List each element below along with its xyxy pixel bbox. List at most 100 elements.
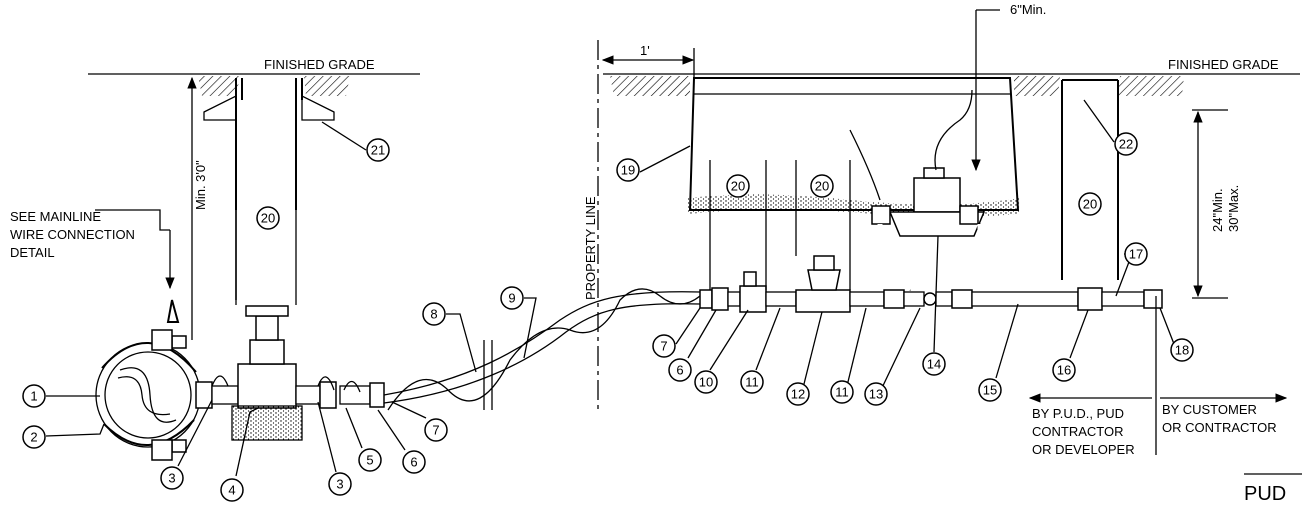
callout-3b: 3 [328, 472, 352, 496]
service-line [211, 288, 701, 411]
finished-grade-label-left: FINISHED GRADE [264, 57, 375, 72]
by-pud-line1: BY P.U.D., PUD [1032, 406, 1124, 421]
callout-20a: 20 [256, 206, 280, 230]
svg-text:22: 22 [1119, 137, 1133, 152]
soil-hatch-left-b [304, 76, 350, 96]
callout-13: 13 [864, 382, 888, 406]
callout-14: 14 [922, 352, 946, 376]
svg-text:3: 3 [336, 477, 343, 492]
one-foot-label: 1' [640, 43, 650, 58]
by-pud-line3: OR DEVELOPER [1032, 442, 1135, 457]
saddle-bolt-top [171, 335, 187, 349]
valve-operating-nut [245, 305, 289, 317]
callout-22: 22 [1114, 132, 1138, 156]
svg-text:2: 2 [30, 430, 37, 445]
backfill-guides [235, 120, 851, 300]
svg-text:5: 5 [366, 453, 373, 468]
pressure-reducer-cap [813, 255, 835, 271]
callout-7b: 7 [652, 334, 676, 358]
tee-13 [883, 289, 905, 309]
left-grade-section: Min. 3'0" FINISHED GRADE [88, 57, 420, 340]
saddle-lug-top [151, 329, 173, 351]
union [923, 292, 937, 306]
svg-text:8: 8 [430, 307, 437, 322]
svg-text:15: 15 [983, 383, 997, 398]
callout-16: 16 [1052, 358, 1076, 382]
nipple-11b [849, 291, 885, 307]
callout-19: 19 [616, 158, 640, 182]
svg-text:1: 1 [30, 389, 37, 404]
callout-7a: 7 [424, 418, 448, 442]
svg-text:3: 3 [168, 471, 175, 486]
service-pipe-top [383, 291, 701, 396]
control-wire [849, 129, 881, 201]
soil-hatch-left-a [198, 76, 240, 96]
adapter-18 [1143, 289, 1163, 309]
svg-text:16: 16 [1057, 363, 1071, 378]
svg-text:21: 21 [371, 143, 385, 158]
callout-15: 15 [978, 378, 1002, 402]
backflow-body-top [913, 177, 961, 213]
title-fragment: PUD [1244, 483, 1286, 505]
thrust-block [231, 405, 303, 441]
service-pipe-right [699, 255, 1163, 313]
finished-grade-label-right: FINISHED GRADE [1168, 57, 1279, 72]
saddle-lug-bottom [151, 439, 173, 461]
callout-20c: 20 [810, 174, 834, 198]
pipe-stub-right [295, 385, 321, 405]
soil-hatch-right-c [1118, 76, 1184, 96]
svg-text:10: 10 [699, 375, 713, 390]
mainline-leader [95, 209, 170, 231]
ownership-split: BY P.U.D., PUD CONTRACTOR OR DEVELOPER B… [1028, 296, 1302, 505]
valve-handle [743, 271, 757, 287]
svg-text:17: 17 [1129, 247, 1143, 262]
callout-17: 17 [1124, 242, 1148, 266]
sensor-wire [934, 89, 973, 171]
callout-6b: 6 [668, 358, 692, 382]
callout-21: 21 [366, 138, 390, 162]
by-customer-line2: OR CONTRACTOR [1162, 420, 1277, 435]
svg-text:20: 20 [261, 211, 275, 226]
adapter-6 [711, 287, 729, 311]
callout-6a: 6 [402, 450, 426, 474]
valve-body [237, 363, 297, 409]
callout-12: 12 [786, 382, 810, 406]
pipe-17 [1101, 291, 1145, 307]
svg-text:7: 7 [432, 423, 439, 438]
soil-hatch-right-b [1014, 76, 1060, 96]
right-grade-section: FINISHED GRADE 6"Min. 24"Min. 30"Max. [603, 2, 1300, 299]
sleeve-flanges [203, 94, 335, 121]
property-line-group: PROPERTY LINE 1' [583, 40, 695, 410]
callout-20b: 20 [726, 174, 750, 198]
callout-1: 1 [22, 384, 46, 408]
ball-valve-10 [739, 285, 767, 313]
tracer-wire [387, 288, 701, 411]
callout-9: 9 [500, 286, 524, 310]
gate-valve [231, 305, 385, 441]
svg-text:20: 20 [1083, 197, 1097, 212]
svg-text:11: 11 [835, 385, 849, 400]
mainline-pipe-inner [104, 351, 192, 439]
backflow-assembly [849, 89, 986, 292]
fitting-7 [699, 289, 713, 309]
svg-text:19: 19 [621, 163, 635, 178]
ball-valve-16 [1077, 287, 1103, 311]
test-cock-left [871, 205, 891, 225]
by-customer-line1: BY CUSTOMER [1162, 402, 1257, 417]
mainline-note-line3: DETAIL [10, 245, 55, 260]
callout-20d: 20 [1078, 192, 1102, 216]
svg-text:12: 12 [791, 387, 805, 402]
property-line-label: PROPERTY LINE [583, 196, 598, 300]
svg-text:20: 20 [731, 179, 745, 194]
sleeve-walls [235, 78, 303, 210]
pipe-stub-left [211, 385, 239, 405]
svg-text:6: 6 [410, 455, 417, 470]
svg-text:18: 18 [1175, 343, 1189, 358]
nipple-right [319, 381, 337, 409]
callout-4: 4 [220, 478, 244, 502]
depth-min-label: 24"Min. [1210, 188, 1225, 232]
mainline-note-line1: SEE MAINLINE [10, 209, 101, 224]
svg-text:7: 7 [660, 339, 667, 354]
saddle-bolt-bottom [171, 439, 187, 453]
